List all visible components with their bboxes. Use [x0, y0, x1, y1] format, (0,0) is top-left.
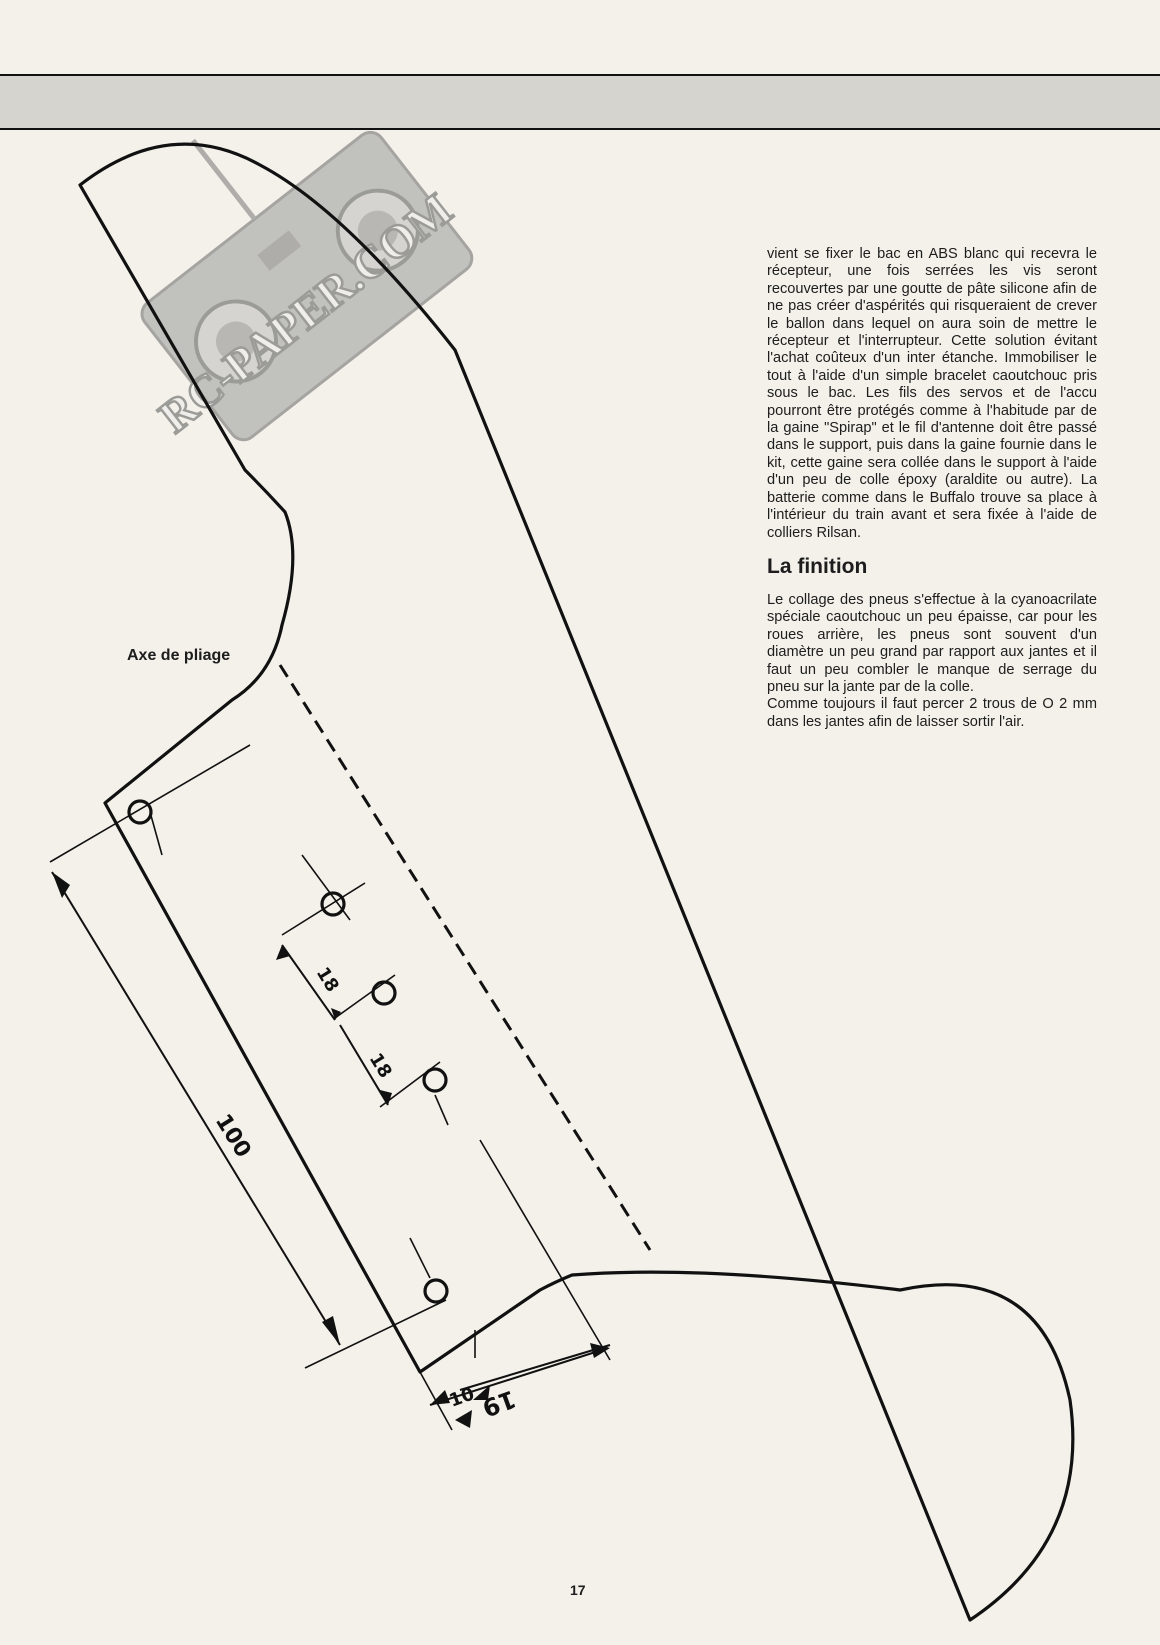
page-number: 17: [570, 1582, 586, 1598]
hole: [423, 1278, 449, 1304]
fold-axis-label: Axe de pliage: [127, 647, 231, 664]
dim-line-18b: [339, 1024, 389, 1106]
fold-axis-line: [278, 664, 652, 1251]
article-paragraph: vient se fixer le bac en ABS blanc qui r…: [767, 246, 1097, 541]
dim-label-100: 100: [210, 1110, 256, 1162]
template-outline: [78, 142, 1075, 1622]
dim-line-100: [51, 871, 341, 1346]
dim-label-10: 10: [447, 1383, 478, 1411]
hole: [371, 980, 397, 1006]
article-paragraph: Comme toujours il faut percer 2 trous de…: [767, 696, 1097, 730]
dim-label-18-a: 18: [312, 964, 343, 996]
hole: [422, 1067, 448, 1093]
hole: [127, 799, 153, 825]
section-heading: La finition: [767, 554, 868, 578]
article-column: vient se fixer le bac en ABS blanc qui r…: [767, 246, 1097, 731]
dim-label-18-b: 18: [365, 1050, 396, 1082]
header-band: [0, 74, 1160, 130]
hole: [320, 891, 346, 917]
dim-line-18a: [281, 944, 336, 1021]
rc-paper-watermark-logo: RC-PAPER.COM: [140, 130, 474, 444]
article-paragraph: Le collage des pneus s'effectue à la cya…: [767, 591, 1097, 695]
dim-line-10-19: [429, 1347, 609, 1406]
